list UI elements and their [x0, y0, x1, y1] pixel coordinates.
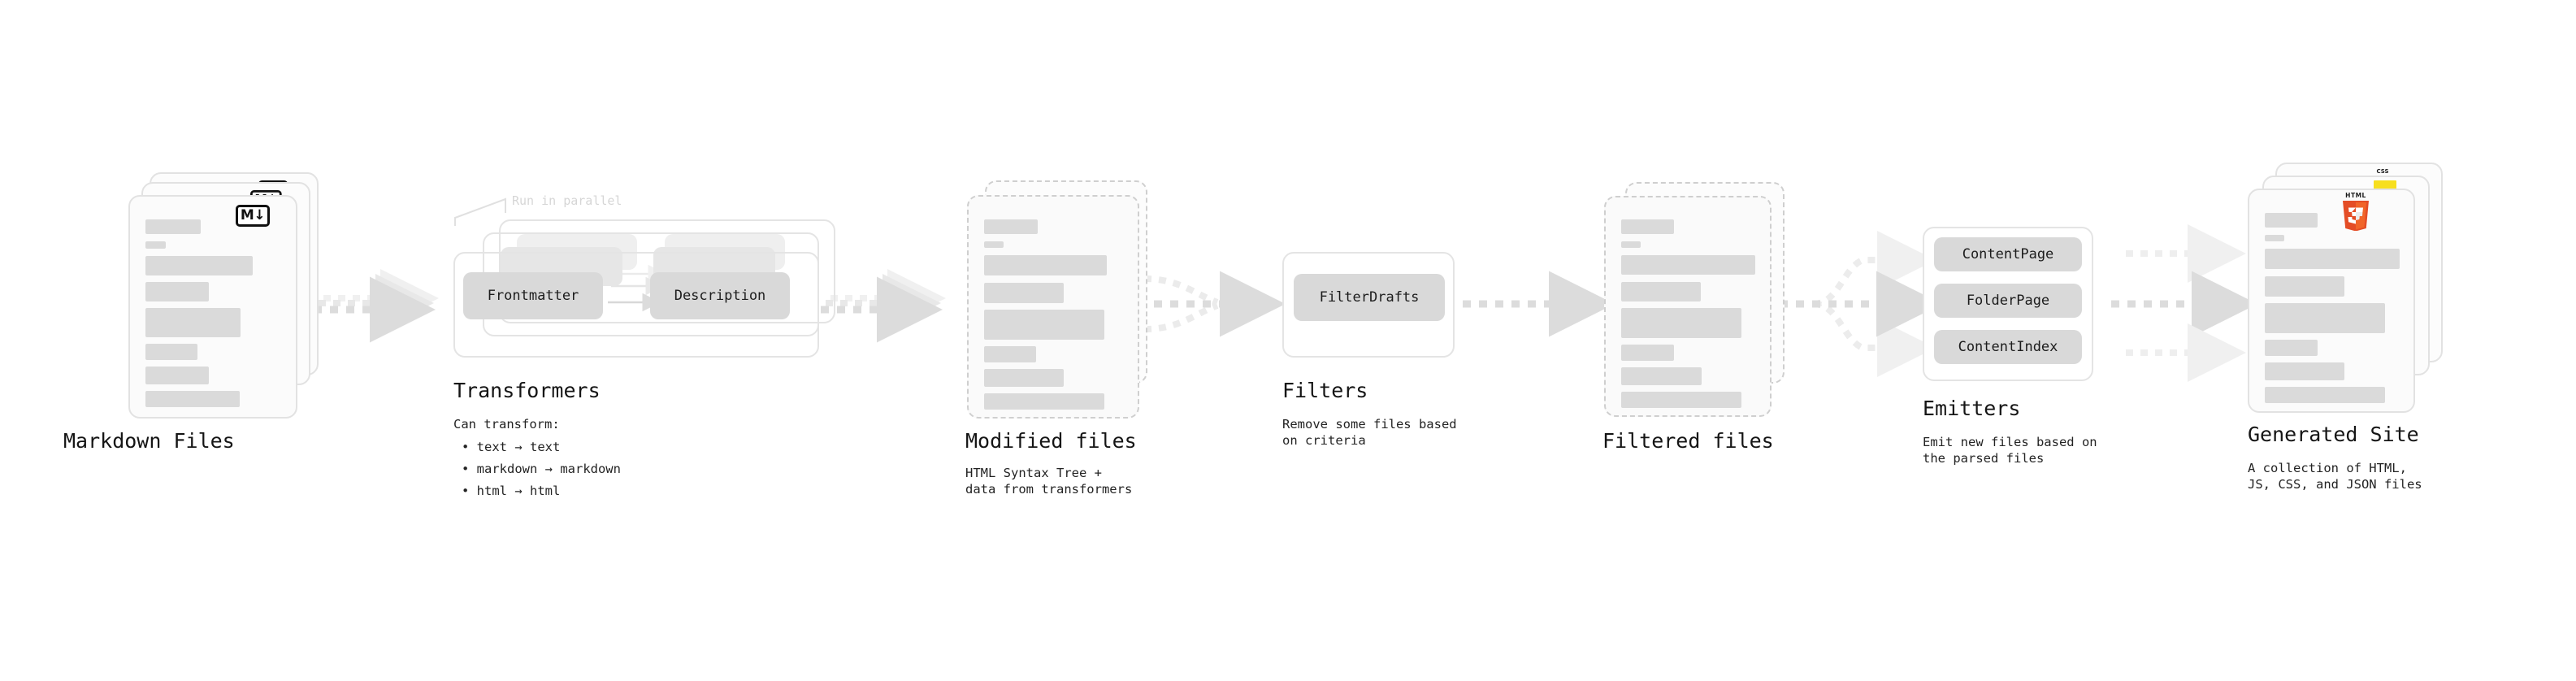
emitters-chip-contentindex[interactable]: ContentIndex	[1934, 330, 2082, 364]
generated-site-subtitle-line-0: A collection of HTML,	[2248, 461, 2407, 475]
skeleton-line	[1621, 308, 1741, 338]
transformer-panel-front	[453, 252, 819, 358]
skeleton-line	[2265, 387, 2385, 403]
skeleton-line	[145, 308, 241, 337]
skeleton-line	[2265, 340, 2318, 356]
emitters-chip-folderpage[interactable]: FolderPage	[1934, 284, 2082, 318]
skeleton-line	[1621, 345, 1674, 361]
skeleton-line	[984, 283, 1064, 303]
page-title-emitters: Emitters	[1923, 397, 2021, 420]
skeleton-line	[2265, 213, 2318, 228]
skeleton-line	[984, 310, 1104, 340]
skeleton-line	[145, 282, 209, 301]
site-card-front-html	[2248, 189, 2415, 413]
filters-chip-filterdrafts[interactable]: FilterDrafts	[1294, 274, 1445, 321]
transformers-bullet-0: • text → text	[462, 440, 561, 454]
skeleton-line	[145, 219, 201, 234]
run-in-parallel-label: Run in parallel	[512, 193, 622, 208]
transformers-bullet-0-text: text → text	[476, 440, 561, 454]
modified-card-front	[967, 195, 1139, 419]
page-title-transformers: Transformers	[453, 379, 601, 402]
skeleton-line	[2265, 362, 2344, 380]
skeleton-line	[145, 344, 197, 360]
skeleton-line	[1621, 367, 1702, 385]
emitters-subtitle-line-0: Emit new files based on	[1923, 435, 2097, 449]
run-in-parallel-bracket	[454, 197, 506, 226]
skeleton-line	[1621, 219, 1674, 234]
emitters-subtitle-line-1: the parsed files	[1923, 451, 2045, 466]
skeleton-line	[2265, 249, 2400, 269]
generated-site-subtitle-line-1: JS, CSS, and JSON files	[2248, 477, 2422, 492]
transformer-chip-description[interactable]: Description	[650, 272, 790, 319]
html5-badge-wordmark: HTML	[2345, 192, 2366, 199]
skeleton-line	[2265, 303, 2385, 333]
html5-badge: HTML	[2339, 190, 2373, 232]
skeleton-line	[984, 255, 1107, 275]
skeleton-line	[1621, 392, 1741, 408]
skeleton-line	[145, 367, 209, 384]
skeleton-line	[1621, 255, 1755, 275]
connector-md-to-transformers	[314, 269, 439, 343]
page-title-filtered-files: Filtered files	[1602, 429, 1774, 453]
markdown-card-front	[128, 195, 297, 419]
transformers-bullet-1-text: markdown → markdown	[476, 462, 621, 476]
filtered-card-front	[1604, 196, 1772, 417]
filters-subtitle-line-1: on criteria	[1282, 433, 1366, 448]
filters-subtitle-line-0: Remove some files based	[1282, 417, 1457, 432]
page-title-generated-site: Generated Site	[2248, 423, 2419, 446]
connector-emitters-to-site	[2111, 224, 2257, 382]
page-title-modified-files: Modified files	[965, 429, 1137, 453]
connector-filtered-to-emitters	[1780, 231, 1942, 377]
skeleton-line	[145, 256, 253, 275]
skeleton-line	[1621, 241, 1641, 248]
page-title-markdown-files: Markdown Files	[63, 429, 235, 453]
modified-files-subtitle-line-1: data from transformers	[965, 482, 1133, 497]
skeleton-line	[984, 369, 1064, 387]
skeleton-line	[2265, 235, 2284, 241]
emitters-chip-contentpage[interactable]: ContentPage	[1934, 237, 2082, 271]
transformer-panel-back	[499, 219, 835, 323]
skeleton-line	[145, 391, 240, 407]
skeleton-line	[984, 393, 1104, 410]
transformers-bullet-2: • html → html	[462, 484, 561, 498]
skeleton-line	[1621, 282, 1701, 301]
transformers-bullet-1: • markdown → markdown	[462, 462, 621, 476]
svg-text:CSS: CSS	[2376, 168, 2388, 175]
markdown-badge-front: M↓	[236, 205, 270, 227]
transformer-chip-frontmatter[interactable]: Frontmatter	[463, 272, 603, 319]
transformers-subtitle: Can transform:	[453, 417, 560, 432]
skeleton-line	[984, 219, 1038, 234]
modified-files-subtitle-line-0: HTML Syntax Tree +	[965, 466, 1102, 480]
connector-modified-to-filters	[1138, 271, 1286, 337]
skeleton-line	[2265, 276, 2344, 297]
skeleton-line	[984, 346, 1036, 362]
skeleton-line	[984, 241, 1004, 248]
skeleton-line	[145, 241, 166, 249]
page-title-filters: Filters	[1282, 379, 1368, 402]
transformers-bullet-2-text: html → html	[476, 484, 561, 498]
